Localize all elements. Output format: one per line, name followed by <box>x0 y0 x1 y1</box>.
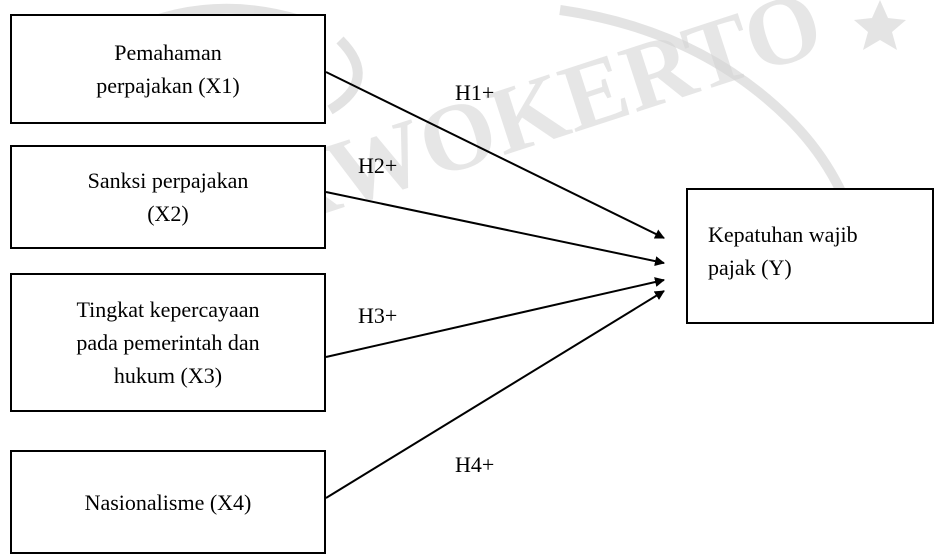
hypothesis-label-h1: H1+ <box>455 80 495 105</box>
box-y-label: Kepatuhan wajib pajak (Y) <box>708 222 858 280</box>
box-x4-label: Nasionalisme (X4) <box>84 489 252 515</box>
arrow-h4 <box>325 290 665 499</box>
arrow-h3 <box>325 277 665 358</box>
box-x2-label: Sanksi perpajakan (X2) <box>87 168 249 226</box>
hypothesis-label-h3: H3+ <box>358 303 398 328</box>
hypothesis-label-h4: H4+ <box>455 452 495 477</box>
box-x2-tax-sanctions: Sanksi perpajakan (X2) <box>10 145 326 249</box>
box-x3-label: Tingkat kepercayaan pada pemerintah dan … <box>76 297 260 388</box>
box-y-taxpayer-compliance: Kepatuhan wajib pajak (Y) <box>686 188 934 324</box>
arrow-h2 <box>325 191 665 267</box>
box-x4-nationalism: Nasionalisme (X4) <box>10 450 326 554</box>
arrow-h1 <box>325 71 665 239</box>
box-x1-tax-understanding: Pemahaman perpajakan (X1) <box>10 14 326 124</box>
box-x1-label: Pemahaman perpajakan (X1) <box>96 40 240 98</box>
box-x3-trust-level: Tingkat kepercayaan pada pemerintah dan … <box>10 273 326 412</box>
hypothesis-label-h2: H2+ <box>358 153 398 178</box>
